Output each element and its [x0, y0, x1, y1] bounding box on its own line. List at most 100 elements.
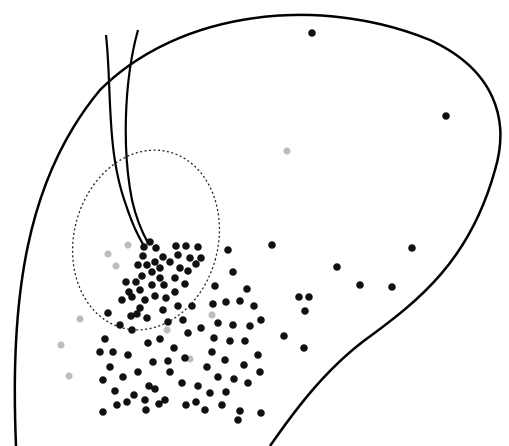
- dark-dot: [151, 292, 159, 300]
- dark-dot: [268, 241, 276, 249]
- dark-dot: [141, 296, 149, 304]
- dark-dot: [136, 286, 144, 294]
- dark-dot: [164, 357, 172, 365]
- dark-dot: [280, 332, 288, 340]
- dark-dot: [250, 302, 258, 310]
- dark-dot: [138, 272, 146, 280]
- dark-dot: [146, 238, 154, 246]
- dark-dot: [221, 356, 229, 364]
- dark-dot: [156, 274, 164, 282]
- dark-dot: [130, 391, 138, 399]
- light-dot: [57, 341, 64, 348]
- dark-dot: [144, 339, 152, 347]
- light-dot: [76, 315, 83, 322]
- dark-dot: [229, 268, 237, 276]
- dark-dot: [181, 280, 189, 288]
- dark-dot: [136, 304, 144, 312]
- dark-dot: [206, 389, 214, 397]
- dark-dot: [181, 354, 189, 362]
- dark-dot: [160, 281, 168, 289]
- dark-dot: [203, 363, 211, 371]
- dark-dot: [116, 321, 124, 329]
- dark-dot: [142, 406, 150, 414]
- dark-dot: [118, 296, 126, 304]
- dark-dot: [224, 246, 232, 254]
- light-dot: [65, 372, 72, 379]
- dark-dot: [230, 375, 238, 383]
- dark-dot: [257, 316, 265, 324]
- dark-dot: [141, 396, 149, 404]
- dark-dot: [209, 300, 217, 308]
- dark-dot: [222, 388, 230, 396]
- dark-dot: [148, 281, 156, 289]
- dark-dot: [243, 285, 251, 293]
- dark-dot: [149, 358, 157, 366]
- dark-dot: [408, 244, 416, 252]
- dark-dot: [178, 379, 186, 387]
- light-dot: [112, 262, 119, 269]
- dark-dot: [152, 244, 160, 252]
- light-dot: [208, 311, 215, 318]
- dark-dot: [226, 337, 234, 345]
- dark-dot: [186, 254, 194, 262]
- dark-dot: [214, 319, 222, 327]
- dark-dot: [123, 398, 131, 406]
- dark-dot: [119, 373, 127, 381]
- dark-dot: [257, 409, 265, 417]
- dark-dot: [134, 368, 142, 376]
- dark-dot: [184, 267, 192, 275]
- dark-dot: [174, 302, 182, 310]
- dark-dot: [101, 335, 109, 343]
- dark-dot: [113, 401, 121, 409]
- dark-dot: [182, 401, 190, 409]
- dark-dot: [256, 368, 264, 376]
- dark-dot: [166, 368, 174, 376]
- dark-dot: [184, 329, 192, 337]
- dark-dot: [182, 242, 190, 250]
- dark-dot: [194, 382, 202, 390]
- dark-dot: [234, 416, 242, 424]
- dark-dot: [194, 243, 202, 251]
- dark-dot: [145, 382, 153, 390]
- dark-dot: [111, 387, 119, 395]
- dark-dot: [99, 376, 107, 384]
- dark-dot: [122, 278, 130, 286]
- dark-dot: [156, 264, 164, 272]
- dark-dot: [188, 302, 196, 310]
- dark-dot: [143, 261, 151, 269]
- dark-dot: [333, 263, 341, 271]
- dark-dot: [301, 307, 309, 315]
- dark-dot: [127, 312, 135, 320]
- dark-dot: [179, 316, 187, 324]
- dark-dot: [208, 348, 216, 356]
- dark-dot: [176, 264, 184, 272]
- dark-dot: [236, 297, 244, 305]
- dark-dot: [211, 282, 219, 290]
- dark-dot: [159, 306, 167, 314]
- dark-dot: [218, 401, 226, 409]
- dark-dot: [214, 373, 222, 381]
- light-dot: [104, 250, 111, 257]
- dark-dot: [140, 243, 148, 251]
- dark-dot: [162, 294, 170, 302]
- dark-dot: [229, 321, 237, 329]
- dark-dot: [125, 288, 133, 296]
- dark-dot: [99, 408, 107, 416]
- dark-dot: [171, 274, 179, 282]
- dark-dot: [210, 334, 218, 342]
- dark-dot: [201, 406, 209, 414]
- dark-dot: [244, 379, 252, 387]
- dark-dot: [170, 344, 178, 352]
- dark-dot: [143, 314, 151, 322]
- dark-dot: [222, 298, 230, 306]
- dark-dot: [295, 293, 303, 301]
- dark-dot: [308, 29, 316, 37]
- dark-dot: [148, 268, 156, 276]
- light-dot: [163, 326, 170, 333]
- light-dot: [283, 147, 290, 154]
- dark-dot: [356, 281, 364, 289]
- dark-dot: [388, 283, 396, 291]
- dark-dot: [174, 251, 182, 259]
